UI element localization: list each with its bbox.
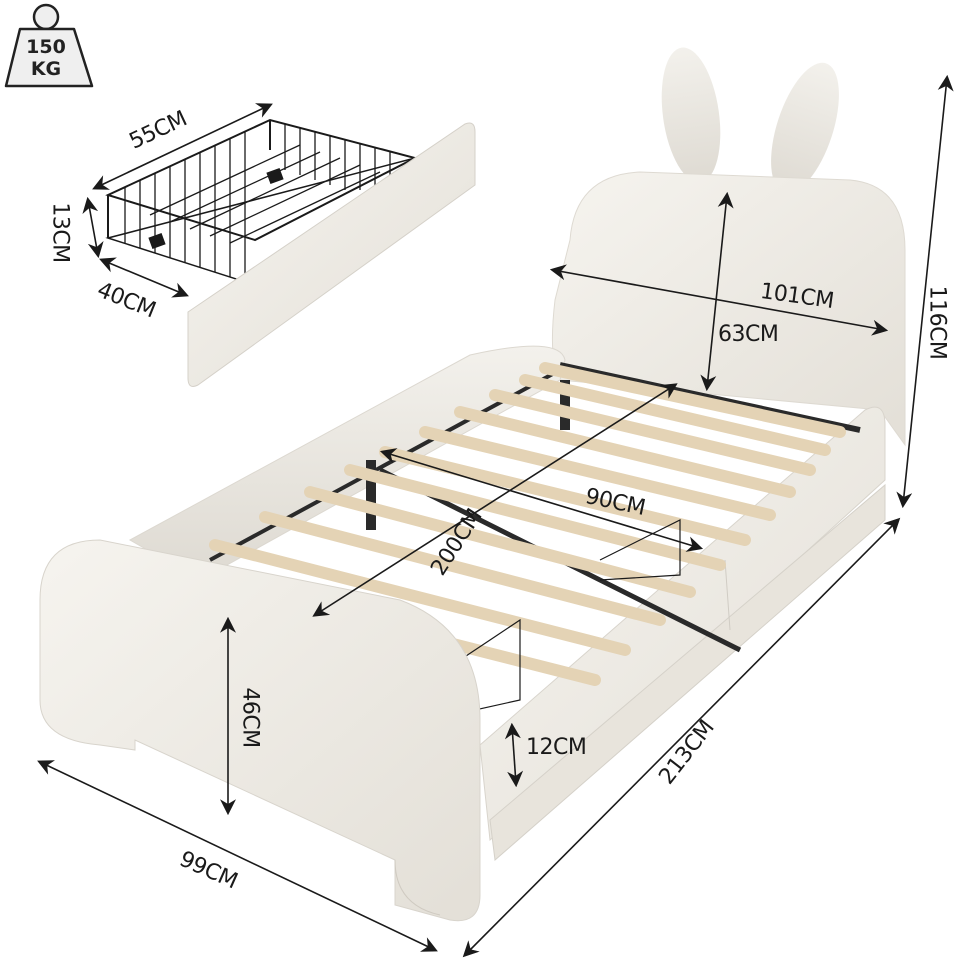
side-rail-height-label: 12CM [526, 735, 587, 760]
weight-icon [4, 3, 94, 88]
footboard-height-label: 46CM [237, 687, 263, 748]
dimension-lines [37, 74, 954, 958]
total-height-label: 116CM [924, 285, 950, 360]
weight-unit: KG [30, 58, 62, 80]
drawer-height-label: 13CM [47, 202, 73, 263]
weight-capacity-badge: 150 KG [2, 2, 102, 94]
drawer-basket [105, 118, 476, 387]
headboard-height-label: 63CM [718, 322, 779, 347]
weight-value: 150 [26, 36, 66, 58]
